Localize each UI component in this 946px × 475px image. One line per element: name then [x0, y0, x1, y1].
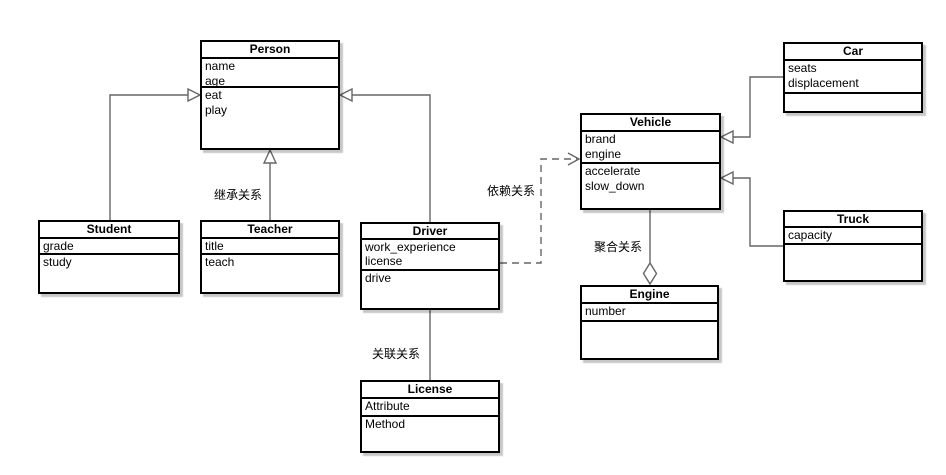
method-row: teach — [205, 255, 235, 269]
attribute-row: brand — [585, 132, 616, 146]
attributes-section-teacher: title — [202, 239, 338, 255]
edge-label-association: 关联关系 — [372, 347, 421, 361]
edge-car-vehicle[interactable] — [733, 76, 783, 138]
attribute-row: seats — [788, 61, 817, 75]
aggregation-diamond-engine[interactable] — [642, 261, 658, 286]
class-title-engine: Engine — [582, 287, 717, 304]
class-box-driver[interactable]: Driver work_experience license drive — [360, 222, 500, 310]
method-row: drive — [365, 271, 392, 285]
methods-section-student: study — [40, 255, 178, 270]
method-row: accelerate — [585, 164, 641, 178]
attribute-row: engine — [585, 147, 622, 161]
method-row: Method — [365, 417, 406, 431]
class-title-person: Person — [202, 42, 338, 59]
attributes-section-driver: work_experience license — [362, 240, 498, 271]
method-row: eat — [205, 88, 222, 102]
attributes-section-engine: number — [582, 304, 717, 322]
edge-truck-vehicle[interactable] — [733, 177, 783, 247]
inheritance-arrow-truck-vehicle[interactable] — [719, 170, 734, 186]
class-title-truck: Truck — [785, 212, 921, 228]
methods-section-person: eat play — [202, 88, 338, 118]
attribute-row: work_experience — [365, 240, 456, 254]
attributes-section-car: seats displacement — [785, 61, 921, 94]
class-box-license[interactable]: License Attribute Method — [360, 380, 500, 453]
class-title-driver: Driver — [362, 224, 498, 240]
edge-label-aggregation: 聚合关系 — [594, 240, 643, 254]
edge-label-inheritance: 继承关系 — [214, 188, 263, 202]
class-box-truck[interactable]: Truck capacity — [783, 210, 923, 282]
method-row: slow_down — [585, 179, 645, 193]
class-box-teacher[interactable]: Teacher title teach — [200, 220, 340, 294]
inheritance-arrow-student-person[interactable] — [187, 87, 202, 103]
class-box-student[interactable]: Student grade study — [38, 220, 180, 294]
attributes-section-student: grade — [40, 239, 178, 255]
method-row: play — [205, 103, 228, 117]
class-box-engine[interactable]: Engine number — [580, 285, 719, 360]
attributes-section-license: Attribute — [362, 399, 498, 417]
attribute-row: age — [205, 74, 226, 88]
edge-student-person[interactable] — [109, 94, 188, 220]
attribute-row: title — [205, 239, 224, 253]
class-box-vehicle[interactable]: Vehicle brand engine accelerate slow_dow… — [580, 113, 721, 210]
inheritance-arrow-teacher-person[interactable] — [262, 148, 278, 164]
attribute-row: displacement — [788, 76, 859, 90]
methods-section-driver: drive — [362, 271, 498, 286]
attribute-row: capacity — [788, 228, 833, 242]
inheritance-arrow-driver-person[interactable] — [338, 87, 353, 103]
class-title-vehicle: Vehicle — [582, 115, 719, 132]
attributes-section-vehicle: brand engine — [582, 132, 719, 164]
class-title-car: Car — [785, 44, 921, 61]
class-box-person[interactable]: Person name age eat play — [200, 40, 340, 150]
methods-section-teacher: teach — [202, 255, 338, 270]
class-title-teacher: Teacher — [202, 222, 338, 239]
edge-label-dependency: 依赖关系 — [487, 184, 536, 198]
methods-section-license: Method — [362, 417, 498, 432]
attributes-section-truck: capacity — [785, 228, 921, 245]
inheritance-arrow-car-vehicle[interactable] — [719, 129, 734, 145]
attribute-row: license — [365, 254, 403, 268]
methods-section-vehicle: accelerate slow_down — [582, 164, 719, 194]
edge-driver-person[interactable] — [352, 94, 431, 222]
attribute-row: Attribute — [365, 399, 410, 413]
attribute-row: number — [585, 304, 626, 318]
attributes-section-person: name age — [202, 59, 338, 88]
attribute-row: name — [205, 59, 236, 73]
dependency-arrow-driver-vehicle[interactable] — [567, 152, 581, 166]
attribute-row: grade — [43, 239, 74, 253]
method-row: study — [43, 255, 72, 269]
class-box-car[interactable]: Car seats displacement — [783, 42, 923, 113]
class-title-student: Student — [40, 222, 178, 239]
class-title-license: License — [362, 382, 498, 399]
edge-driver-vehicle-dashed[interactable] — [500, 158, 577, 264]
